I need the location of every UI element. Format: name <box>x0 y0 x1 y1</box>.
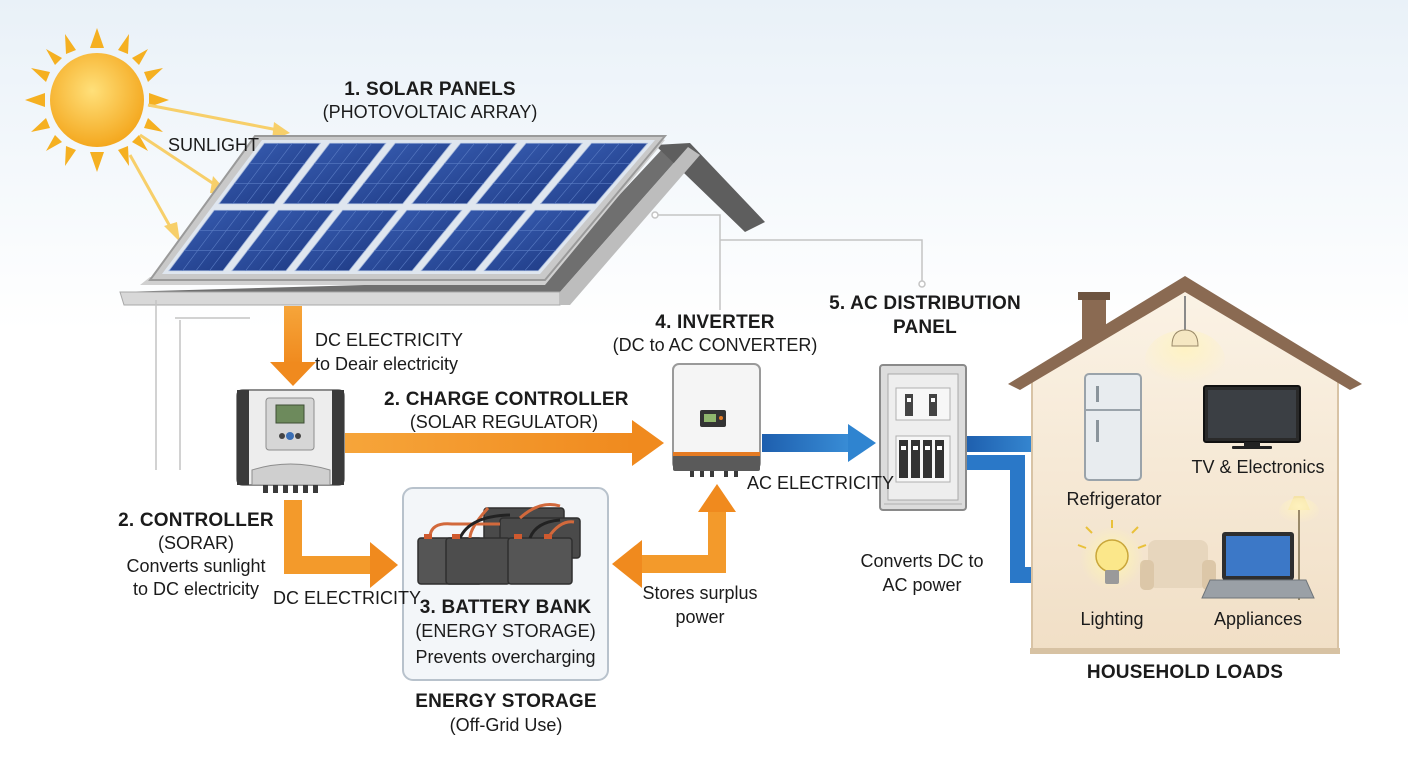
energy-storage-title: ENERGY STORAGE <box>415 691 597 712</box>
solar-cell-gridline <box>374 143 424 204</box>
dc-bottom-label: DC ELECTRICITY <box>273 588 422 608</box>
solar-cell-gridline <box>461 210 513 271</box>
stores-surplus-line2: power <box>675 607 725 627</box>
solar-cell-gridline <box>260 143 307 204</box>
solar-cell-gridline <box>258 210 307 271</box>
inverter-title: 4. INVERTER <box>655 312 775 333</box>
floor-lamp-icon <box>1279 496 1319 600</box>
solar-cell-gridline <box>581 143 634 204</box>
charge-controller-device <box>236 389 345 493</box>
distribution-title-line2: PANEL <box>893 317 957 338</box>
solar-cell-gridline <box>447 210 499 271</box>
solar-cell-gridline <box>335 210 385 271</box>
appliances-label: Appliances <box>1213 609 1303 629</box>
ceiling-lamp-icon <box>1145 296 1225 390</box>
energy-storage-subtitle: (Off-Grid Use) <box>449 715 563 735</box>
wiring-lines <box>155 211 926 470</box>
solar-cell-gridline <box>232 143 279 204</box>
tv-icon <box>1203 385 1301 449</box>
solar-cell-gridline <box>398 210 449 271</box>
solar-cell-gridline <box>554 143 606 204</box>
solar-cell-gridline <box>272 210 320 271</box>
charge-controller-title: 2. CHARGE CONTROLLER <box>384 389 629 410</box>
battery-title: 3. BATTERY BANK <box>419 597 592 618</box>
solar-cell-gridline <box>182 210 229 271</box>
ac-electricity-label: AC ELECTRICITY <box>747 473 895 493</box>
battery-note: Prevents overcharging <box>415 647 596 667</box>
dc-top-line2: to Deair electricity <box>315 354 459 374</box>
solar-cell-gridline <box>308 210 357 271</box>
lighting-label: Lighting <box>1080 609 1144 629</box>
solar-cell-gridline <box>371 210 421 271</box>
controller-side-line2: Converts sunlight <box>126 556 266 576</box>
battery-bank-icon <box>417 503 581 585</box>
dc-arrow-battery-inverter-bidirectional <box>612 484 736 588</box>
tv-electronics-label: TV & Electronics <box>1191 457 1325 477</box>
roof <box>119 137 765 306</box>
controller-side-title: 2. CONTROLLER <box>118 510 274 531</box>
solar-cell-gridline <box>384 210 435 271</box>
stores-surplus-line1: Stores surplus <box>642 583 758 603</box>
panel-cells <box>168 142 649 272</box>
battery-subtitle: (ENERGY STORAGE) <box>415 621 596 641</box>
solar-cell-gridline <box>524 210 577 271</box>
solar-cell-gridline <box>567 143 620 204</box>
ac-arrow-inverter-to-panel <box>762 424 876 462</box>
solar-cell-gridline <box>209 210 256 271</box>
solar-cell-gridline <box>453 143 503 204</box>
solar-panels-subtitle: (PHOTOVOLTAIC ARRAY) <box>322 102 538 122</box>
solar-cell-gridline <box>425 143 475 204</box>
charge-controller-subtitle: (SOLAR REGULATOR) <box>409 412 599 432</box>
solar-panel-array <box>148 135 668 281</box>
solar-cell-gridline <box>497 210 550 271</box>
distribution-panel-device <box>879 364 967 511</box>
controller-side-line3: to DC electricity <box>132 579 260 599</box>
solar-cell-gridline <box>361 143 410 204</box>
sofa-icon <box>1140 540 1216 590</box>
inverter-subtitle: (DC to AC CONVERTER) <box>612 335 818 355</box>
dc-arrow-controller-to-battery <box>284 500 398 588</box>
solar-cell-gridline <box>321 210 371 271</box>
refrigerator-label: Refrigerator <box>1066 489 1162 509</box>
refrigerator-icon <box>1084 373 1142 481</box>
light-bulb-icon <box>1077 520 1147 590</box>
solar-cell-gridline <box>489 143 541 204</box>
solar-cell-gridline <box>324 143 373 204</box>
solar-cell-gridline <box>503 143 555 204</box>
controller-side-line1: (SORAR) <box>158 533 234 553</box>
solar-cell-gridline <box>439 143 489 204</box>
distribution-title-line1: 5. AC DISTRIBUTION <box>829 293 1021 314</box>
converts-dc-line1: Converts DC to <box>860 551 984 571</box>
laptop-icon <box>1201 532 1315 599</box>
inverter-device <box>672 363 761 477</box>
dc-top-line1: DC ELECTRICITY <box>315 330 464 350</box>
converts-dc-line2: AC power <box>882 575 962 595</box>
solar-cell-gridline <box>310 143 358 204</box>
solar-cell-gridline <box>517 143 569 204</box>
solar-cell-gridline <box>388 143 438 204</box>
solar-cell-gridline <box>296 143 344 204</box>
sunlight-label: SUNLIGHT <box>168 135 260 155</box>
household-loads-title: HOUSEHOLD LOADS <box>1086 662 1284 683</box>
solar-cell-gridline <box>511 210 563 271</box>
dc-arrow-controller-to-inverter <box>345 420 664 466</box>
solar-panels-title: 1. SOLAR PANELS <box>344 79 516 100</box>
sun-icon <box>25 28 169 172</box>
solar-cell-gridline <box>195 210 242 271</box>
solar-cell-gridline <box>246 143 293 204</box>
dc-arrow-panels-to-controller <box>270 306 316 386</box>
solar-cell-gridline <box>245 210 293 271</box>
solar-cell-gridline <box>434 210 485 271</box>
